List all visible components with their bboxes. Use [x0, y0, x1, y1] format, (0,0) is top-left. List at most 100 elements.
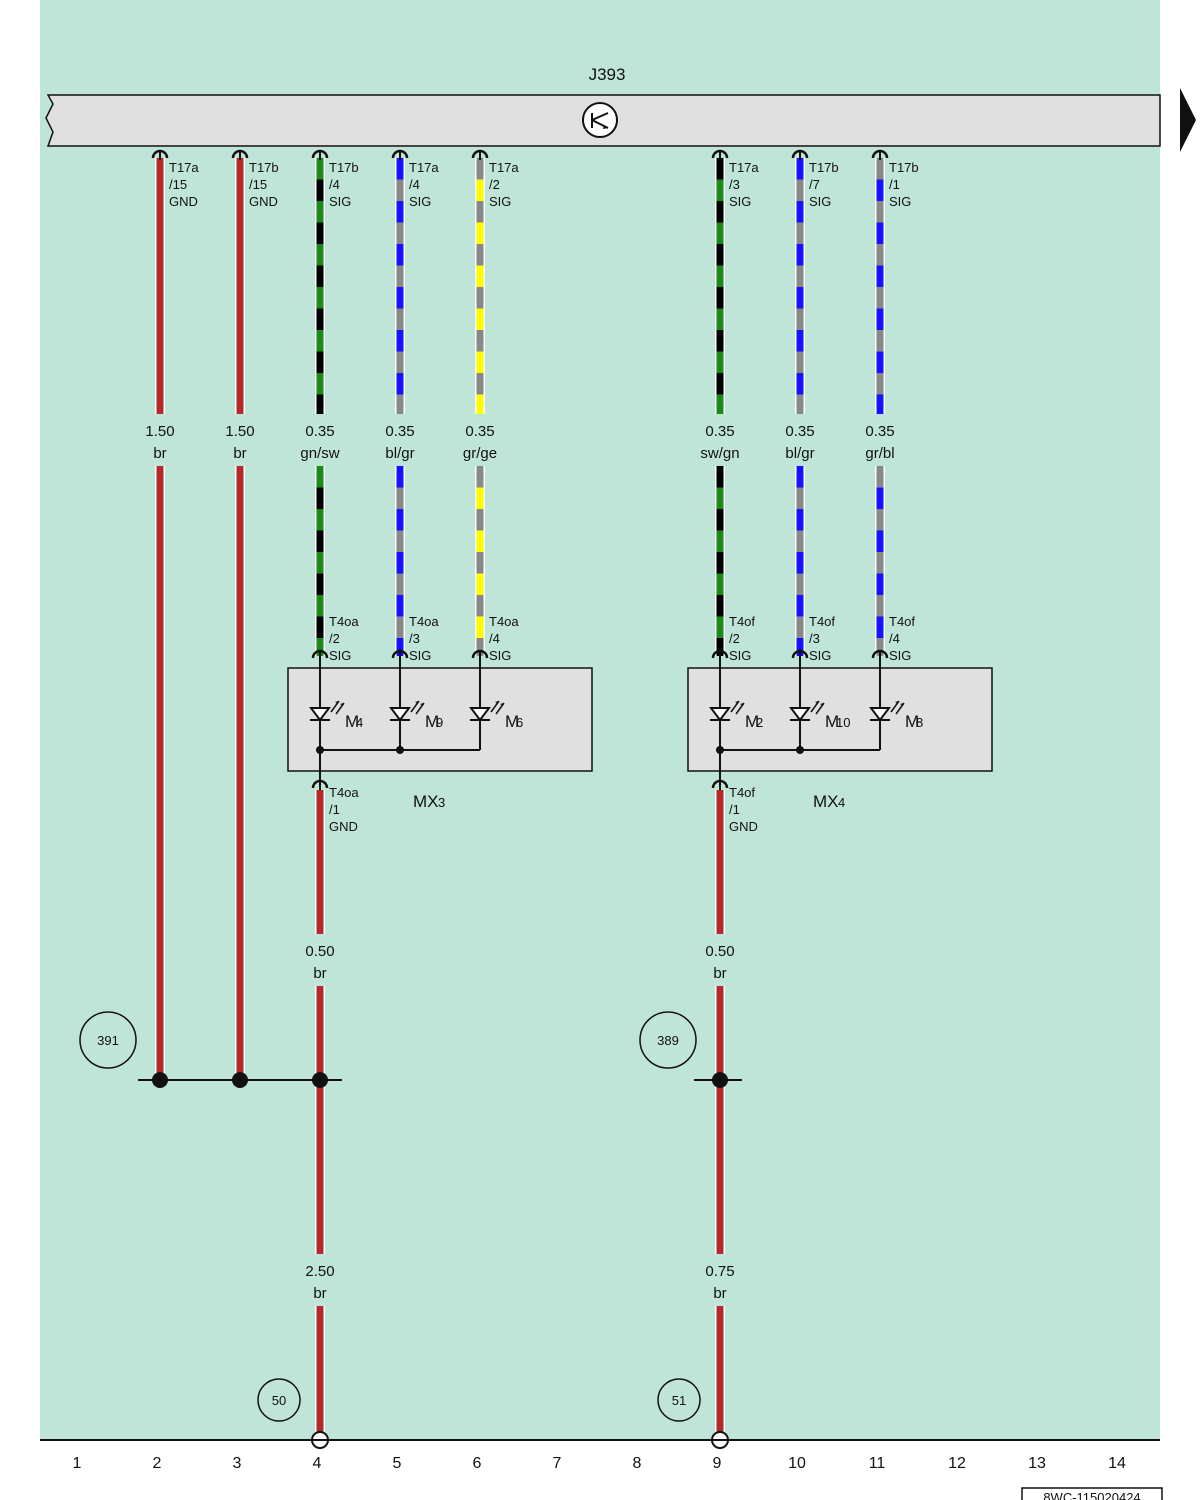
end-pin-label-w6-1: /4 [489, 631, 500, 646]
column-number-12: 12 [948, 1455, 966, 1472]
wire-w2-upper [155, 158, 165, 414]
led-label-index-m6: 6 [516, 715, 523, 730]
wire-w10-upper [795, 158, 805, 414]
pin-label-w4-2: SIG [329, 194, 351, 209]
led-label-m4: M [345, 712, 359, 731]
end-pin-label-w10-2: SIG [809, 648, 831, 663]
end-pin-label-w5-1: /3 [409, 631, 420, 646]
column-number-4: 4 [313, 1455, 322, 1472]
ground-point-50: 50 [257, 1378, 301, 1422]
column-number-13: 13 [1028, 1455, 1046, 1472]
gnd-wire-label-mx4-color: br [713, 965, 726, 982]
led-label-m9: M [425, 712, 439, 731]
end-pin-label-w11-0: T4of [889, 614, 915, 629]
end-pin-label-w6-0: T4oa [489, 614, 519, 629]
module-mx3-name-main: MX [413, 792, 439, 811]
wire-label-w6-color: gr/ge [463, 445, 497, 462]
end-pin-label-w9-1: /2 [729, 631, 740, 646]
wire-label-w10-size: 0.35 [785, 423, 814, 440]
led-label-m10: M [825, 712, 839, 731]
led-m2-icon [709, 660, 745, 750]
pin-label-w5-1: /4 [409, 177, 420, 192]
column-number-8: 8 [633, 1455, 642, 1472]
led-label-index-m8: 8 [916, 715, 923, 730]
led-label-m6: M [505, 712, 519, 731]
splice-391: 391 [79, 1011, 342, 1088]
pin-label-w4-1: /4 [329, 177, 340, 192]
gnd-pin-label-mx3-0: T4oa [329, 785, 359, 800]
ground-point-label-50: 50 [272, 1393, 286, 1408]
pin-label-w5-2: SIG [409, 194, 431, 209]
pin-label-w11-2: SIG [889, 194, 911, 209]
end-pin-label-w11-2: SIG [889, 648, 911, 663]
pin-label-w3-0: T17b [249, 160, 279, 175]
splice-label-389: 389 [657, 1033, 679, 1048]
wire-label-w2-size: 1.50 [145, 423, 174, 440]
column-number-9: 9 [713, 1455, 722, 1472]
wire-label-w5-color: bl/gr [385, 445, 414, 462]
led-m9-icon [389, 660, 425, 750]
connector-w2-top [151, 149, 169, 160]
wire-label-w11-color: gr/bl [865, 445, 894, 462]
gnd-pin-label-mx3-1: /1 [329, 802, 340, 817]
out-wire-label-mx3-color: br [313, 1285, 326, 1302]
end-pin-label-w10-1: /3 [809, 631, 820, 646]
out-wire-label-mx4-size: 0.75 [705, 1263, 734, 1280]
out-wire-label-mx3-size: 2.50 [305, 1263, 334, 1280]
pin-label-w6-1: /2 [489, 177, 500, 192]
pin-label-w11-1: /1 [889, 177, 900, 192]
gnd-pin-label-mx3-2: GND [329, 819, 358, 834]
ground-point-label-51: 51 [672, 1393, 686, 1408]
control-unit-j393: J393 [45, 65, 1161, 147]
wire-label-w9-size: 0.35 [705, 423, 734, 440]
wire-module-mx3-gnd-lower [315, 1306, 325, 1432]
end-pin-label-w10-0: T4of [809, 614, 835, 629]
gnd-wire-label-mx4-size: 0.50 [705, 943, 734, 960]
end-pin-label-w5-0: T4oa [409, 614, 439, 629]
pin-label-w2-1: /15 [169, 177, 187, 192]
pin-label-w3-2: GND [249, 194, 278, 209]
wire-w5-lower [395, 466, 405, 656]
led-label-index-m9: 9 [436, 715, 443, 730]
gnd-pin-label-mx4-2: GND [729, 819, 758, 834]
wire-label-w2-color: br [153, 445, 166, 462]
wire-w6-lower [475, 466, 485, 656]
module-mx3-name-index: 3 [438, 795, 445, 810]
wire-label-w4-color: gn/sw [300, 445, 339, 462]
led-m8-icon [869, 660, 905, 750]
connector-w11-bottom [871, 649, 889, 660]
column-number-14: 14 [1108, 1455, 1126, 1472]
gnd-pin-label-mx4-0: T4of [729, 785, 755, 800]
end-pin-label-w9-0: T4of [729, 614, 755, 629]
column-number-2: 2 [153, 1455, 162, 1472]
connector-w3-top [231, 149, 249, 160]
end-pin-label-w4-2: SIG [329, 648, 351, 663]
wires-layer [151, 149, 889, 1432]
gnd-pin-label-mx4-1: /1 [729, 802, 740, 817]
connector-w6-top [471, 149, 489, 160]
out-wire-label-mx4-color: br [713, 1285, 726, 1302]
column-number-3: 3 [233, 1455, 242, 1472]
wire-w11-lower [875, 466, 885, 656]
pin-label-w5-0: T17a [409, 160, 439, 175]
end-pin-label-w4-1: /2 [329, 631, 340, 646]
pin-label-w10-2: SIG [809, 194, 831, 209]
connector-w10-bottom [791, 649, 809, 660]
wire-w10-lower [795, 466, 805, 656]
ecu-symbol-icon [582, 102, 618, 138]
wire-w4-lower [315, 466, 325, 656]
led-label-index-m4: 4 [356, 715, 363, 730]
wire-label-w5-size: 0.35 [385, 423, 414, 440]
led-label-m8: M [905, 712, 919, 731]
pin-label-w9-2: SIG [729, 194, 751, 209]
wire-module-mx4-gnd-mid [715, 986, 725, 1254]
end-pin-label-w5-2: SIG [409, 648, 431, 663]
wire-module-mx4-gnd-lower [715, 1306, 725, 1432]
connector-w9-top [711, 149, 729, 160]
column-number-10: 10 [788, 1455, 806, 1472]
end-pin-label-w11-1: /4 [889, 631, 900, 646]
pin-label-w6-0: T17a [489, 160, 519, 175]
connector-w9-bottom [711, 649, 729, 660]
led-m10-icon [789, 660, 825, 750]
